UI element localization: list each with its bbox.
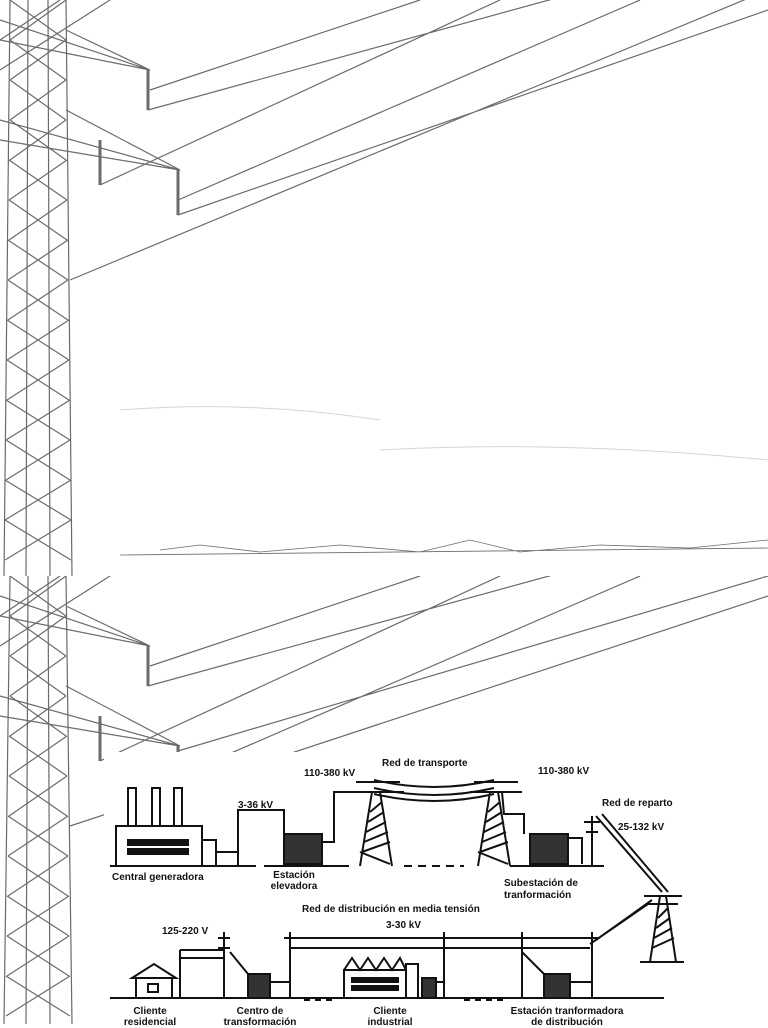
label-industrial-client-line1: Cliente — [373, 1006, 407, 1017]
label-voltage-hv-left: 110-380 kV — [304, 768, 356, 779]
label-transformer-station-line1: Estación tranformadora — [510, 1006, 624, 1017]
label-transport-network: Red de transporte — [382, 758, 468, 769]
label-industrial-client-line2: industrial — [367, 1017, 413, 1028]
transmission-tower-right-drawing — [470, 781, 522, 867]
label-voltage-mv: 3-30 kV — [386, 920, 422, 931]
transmission-tower-left-drawing — [352, 781, 404, 867]
distribution-tower-drawing — [640, 895, 684, 963]
diagram-drawing — [110, 779, 684, 1001]
label-residential-client-line1: Cliente — [133, 1006, 167, 1017]
label-distribution-network: Red de reparto — [602, 798, 673, 809]
tower-sketch-background-top — [0, 0, 768, 576]
label-transformer-station-line2: de distribución — [531, 1017, 603, 1028]
power-distribution-diagram: Red de transporte 110-380 kV 110-380 kV … — [104, 752, 696, 1028]
power-plant-drawing — [110, 787, 256, 867]
label-step-up-station-line1: Estación — [273, 870, 315, 881]
label-mv-network: Red de distribución en media tensión — [302, 904, 480, 915]
label-transformer-center-line2: transformación — [223, 1017, 297, 1028]
label-transformer-center-line1: Centro de — [236, 1006, 284, 1017]
label-power-plant: Central generadora — [112, 872, 204, 883]
label-voltage-generation: 3-36 kV — [238, 800, 274, 811]
label-voltage-lv: 125-220 V — [162, 926, 209, 937]
industrial-building-drawing — [343, 956, 444, 999]
label-substation-line2: tranformación — [504, 890, 572, 901]
residential-house-drawing — [128, 962, 180, 999]
label-substation-line1: Subestación de — [504, 878, 578, 889]
label-voltage-hv-right: 110-380 kV — [538, 766, 590, 777]
label-residential-client-line2: residencial — [123, 1017, 177, 1028]
label-voltage-distribution: 25-132 kV — [618, 822, 665, 833]
tower-sketch-illustration — [0, 0, 768, 576]
label-step-up-station-line2: elevadora — [270, 881, 318, 892]
